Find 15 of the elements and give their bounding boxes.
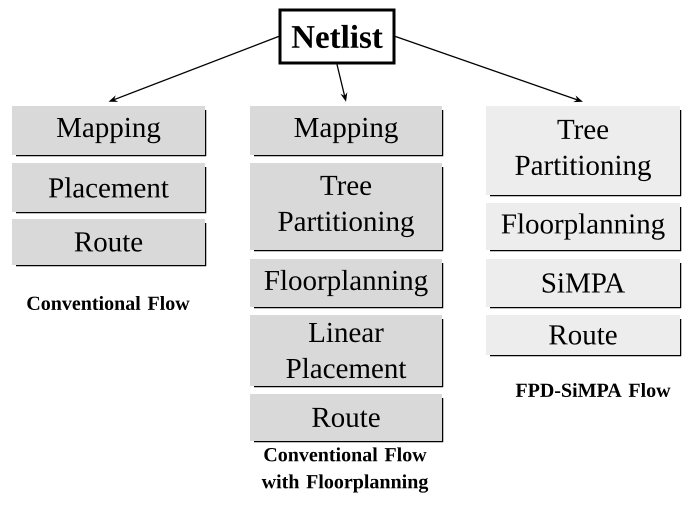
process-box: Route bbox=[250, 394, 444, 442]
start-box: Netlist bbox=[278, 8, 396, 64]
flow-caption: FPD-SiMPA Flow bbox=[516, 382, 670, 398]
flow-caption: Conventional Flow bbox=[27, 296, 190, 310]
process-box: Tree Partitioning bbox=[250, 163, 444, 252]
process-box: Route bbox=[12, 219, 206, 266]
process-box: Tree Partitioning bbox=[486, 106, 682, 196]
process-box: Floorplanning bbox=[250, 259, 444, 308]
process-box: Route bbox=[486, 315, 682, 356]
process-box: SiMPA bbox=[486, 259, 682, 308]
process-box: Floorplanning bbox=[486, 203, 682, 252]
process-box: Mapping bbox=[12, 106, 206, 156]
process-box: Mapping bbox=[250, 106, 444, 156]
process-box: Linear Placement bbox=[250, 315, 444, 388]
process-box: Placement bbox=[12, 163, 206, 214]
